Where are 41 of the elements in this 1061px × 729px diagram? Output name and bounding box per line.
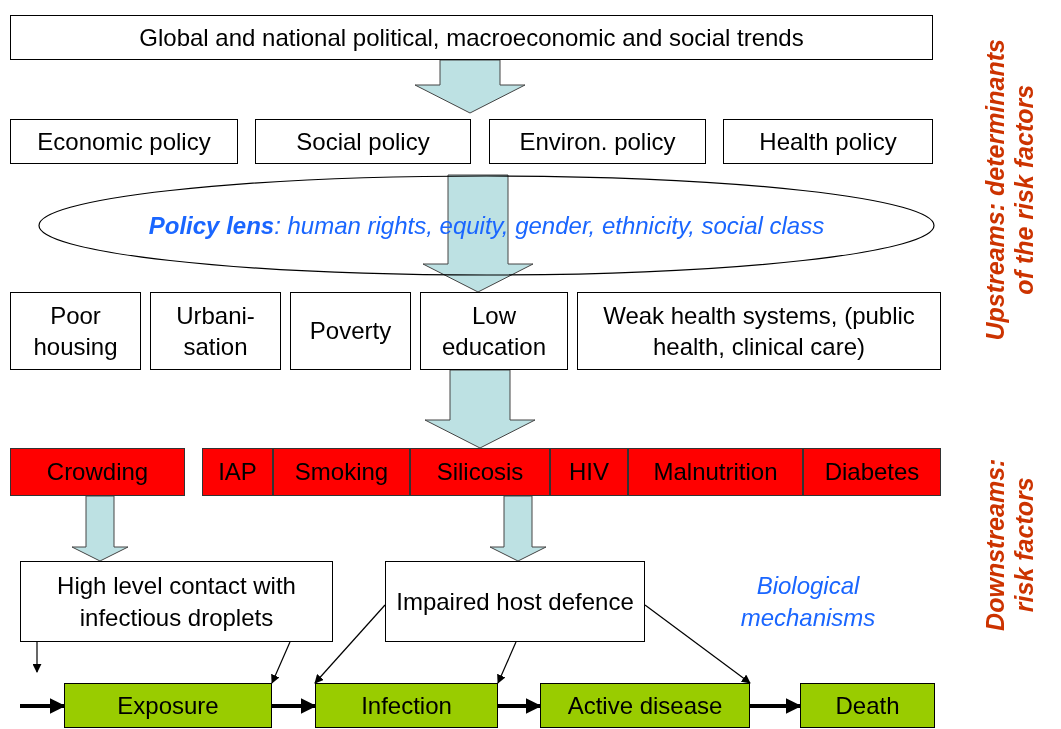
- block-arrow: [489, 495, 547, 562]
- stage-box: Death: [800, 683, 935, 728]
- text-box: Impaired host defence: [385, 561, 645, 642]
- block-arrow: [422, 174, 534, 293]
- text-box: Economic policy: [10, 119, 238, 164]
- lens-text: Policy lens: human rights, equity, gender, ethnicity, social class: [148, 210, 825, 241]
- risk-factor-box: HIV: [550, 448, 628, 496]
- stage-box: Infection: [315, 683, 498, 728]
- block-arrow: [71, 495, 129, 562]
- arrow: [271, 641, 291, 684]
- arrow: [32, 641, 42, 673]
- annotation-text: Biological mechanisms: [739, 570, 877, 633]
- text-box: Global and national political, macroeconomic and social trends: [10, 15, 933, 60]
- risk-factor-box: Crowding: [10, 448, 185, 496]
- arrow: [497, 641, 517, 684]
- risk-factor-box: Malnutrition: [628, 448, 803, 496]
- risk-factor-box: Diabetes: [803, 448, 941, 496]
- side-heading: Upstreams: determinants of the risk factors: [981, 38, 1039, 343]
- text-box: Urbani- sation: [150, 292, 281, 370]
- block-arrow: [424, 369, 536, 449]
- text-box: Poverty: [290, 292, 411, 370]
- text-box: Weak health systems, (public health, clinical care): [577, 292, 941, 370]
- risk-factor-box: IAP: [202, 448, 273, 496]
- arrow: [644, 604, 751, 684]
- arrow: [20, 698, 66, 714]
- arrow: [314, 604, 386, 684]
- text-box: Environ. policy: [489, 119, 706, 164]
- text-box: Social policy: [255, 119, 471, 164]
- text-box: High level contact with infectious droplets: [20, 561, 333, 642]
- stage-box: Active disease: [540, 683, 750, 728]
- text-box: Low education: [420, 292, 568, 370]
- arrow: [750, 698, 802, 714]
- text-box: Poor housing: [10, 292, 141, 370]
- risk-factor-box: Smoking: [273, 448, 410, 496]
- side-heading: Downstreams: risk factors: [981, 457, 1039, 633]
- text-box: Health policy: [723, 119, 933, 164]
- stage-box: Exposure: [64, 683, 272, 728]
- block-arrow: [414, 59, 526, 114]
- risk-factor-box: Silicosis: [410, 448, 550, 496]
- arrow: [498, 698, 542, 714]
- arrow: [272, 698, 317, 714]
